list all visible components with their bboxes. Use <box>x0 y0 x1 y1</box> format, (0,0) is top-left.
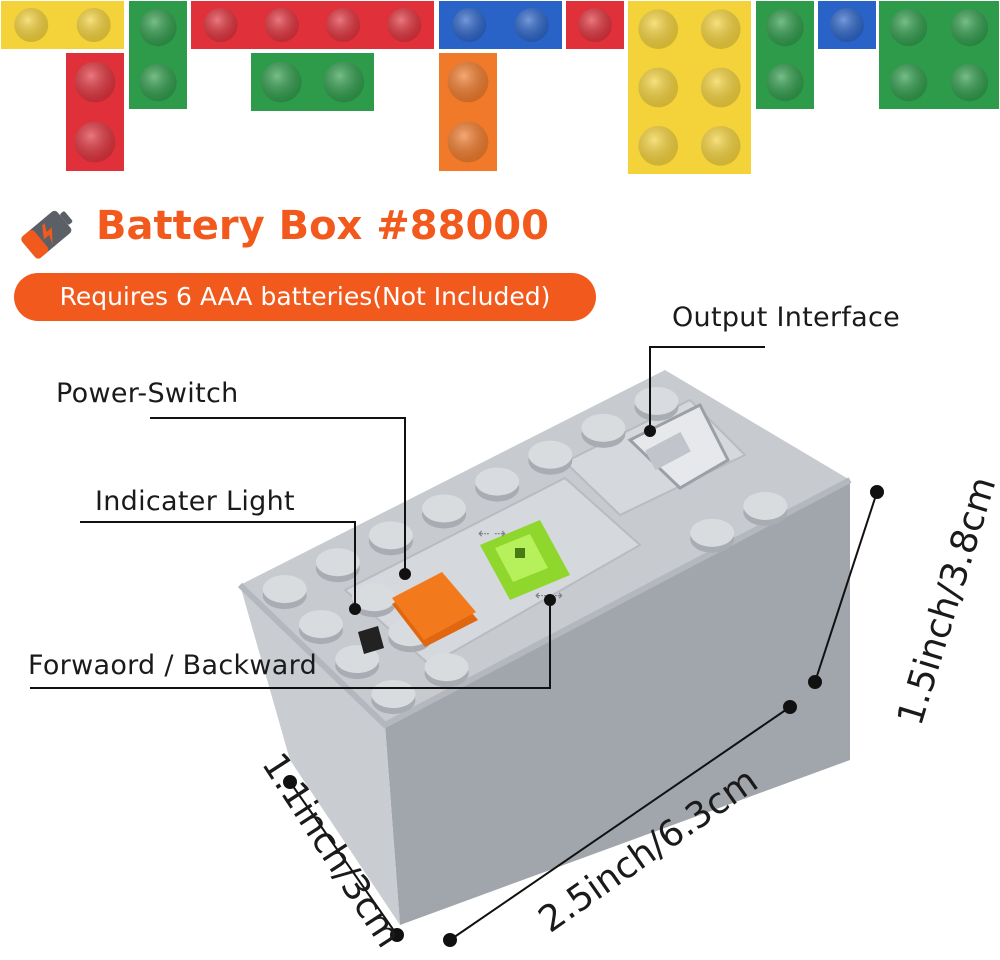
decorative-brick <box>189 0 436 51</box>
svg-text:⇠ ⇢: ⇠ ⇢ <box>478 526 506 542</box>
brick-banner <box>0 0 1000 176</box>
box-stud <box>262 575 307 610</box>
box-stud <box>528 440 573 475</box>
box-stud <box>315 548 360 583</box>
box-stud <box>424 653 469 688</box>
box-stud <box>581 413 626 448</box>
decorative-brick <box>816 0 878 51</box>
box-stud <box>634 386 679 421</box>
forward-backward-label: Forwaord / Backward <box>28 650 318 681</box>
box-stud <box>298 610 343 645</box>
decorative-brick <box>64 51 126 173</box>
box-front-face <box>385 480 850 925</box>
direction-slider <box>480 520 570 600</box>
box-stud <box>743 491 788 526</box>
box-stud <box>422 494 467 529</box>
box-stud <box>368 521 413 556</box>
decorative-brick <box>626 0 753 176</box>
requirement-text: Requires 6 AAA batteries(Not Included) <box>59 282 551 311</box>
decorative-brick <box>249 51 376 113</box>
power-switch-button <box>392 572 478 647</box>
decorative-brick <box>877 0 1000 111</box>
box-stud <box>352 583 397 618</box>
decorative-brick <box>437 51 499 173</box>
box-stud <box>475 467 520 502</box>
output-interface-label: Output Interface <box>672 302 901 333</box>
indicator-light <box>358 626 384 654</box>
battery-charge-icon <box>21 210 73 259</box>
decorative-brick <box>127 0 189 111</box>
decorative-brick <box>564 0 626 51</box>
product-title: Battery Box #88000 <box>96 203 549 249</box>
power-switch-label: Power-Switch <box>56 378 239 409</box>
box-stud <box>690 518 735 553</box>
box-side-face <box>240 585 400 925</box>
indicator-light-label: Indicater Light <box>95 486 295 517</box>
decorative-brick <box>0 0 126 51</box>
decorative-brick <box>437 0 564 51</box>
box-stud <box>371 680 416 715</box>
decorative-brick <box>754 0 816 111</box>
output-connector <box>627 402 730 490</box>
requirement-badge: Requires 6 AAA batteries(Not Included) <box>14 273 596 321</box>
